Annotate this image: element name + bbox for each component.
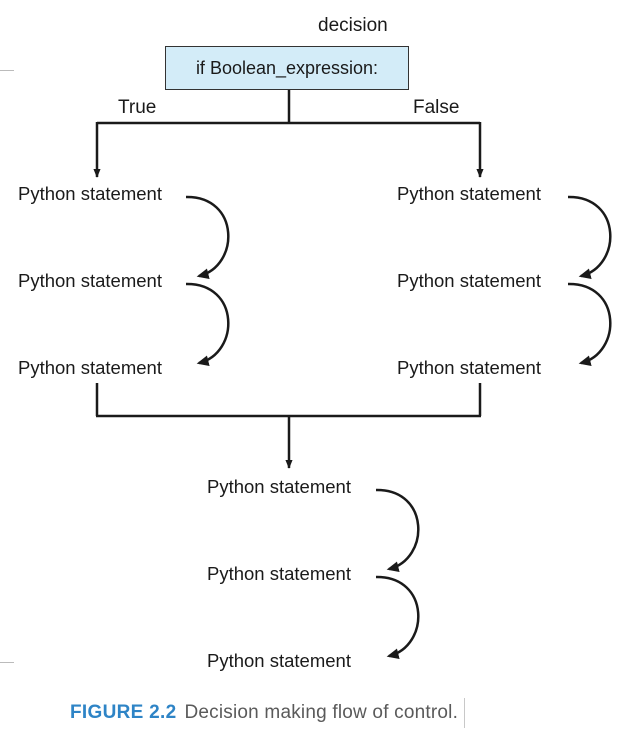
decision-box: if Boolean_expression: xyxy=(165,46,409,90)
caption-text: Decision making flow of control. xyxy=(184,702,459,723)
figure-caption: FIGURE 2.2 Decision making flow of contr… xyxy=(70,698,466,728)
after-statement-2: Python statement xyxy=(207,563,351,584)
figure-number: FIGURE 2.2 xyxy=(70,702,177,723)
left-flow-arrow-2 xyxy=(185,282,230,366)
left-statement-2: Python statement xyxy=(18,270,162,291)
right-statement-2: Python statement xyxy=(397,270,541,291)
right-statement-3: Python statement xyxy=(397,357,541,378)
after-statement-3: Python statement xyxy=(207,650,351,671)
left-statement-1: Python statement xyxy=(18,183,162,204)
false-label: False xyxy=(413,97,460,118)
after-statement-1: Python statement xyxy=(207,476,351,497)
page-margin-mark xyxy=(0,662,14,663)
left-flow-arrow-1 xyxy=(185,195,230,279)
right-statement-1: Python statement xyxy=(397,183,541,204)
page-margin-mark xyxy=(0,70,14,71)
true-label: True xyxy=(118,97,157,118)
left-statement-3: Python statement xyxy=(18,357,162,378)
after-flow-arrow-2 xyxy=(375,575,420,659)
decision-label: decision xyxy=(318,15,388,36)
right-flow-arrow-2 xyxy=(567,282,612,366)
after-flow-arrow-1 xyxy=(375,488,420,572)
decision-condition: if Boolean_expression: xyxy=(195,57,379,78)
right-flow-arrow-1 xyxy=(567,195,612,279)
